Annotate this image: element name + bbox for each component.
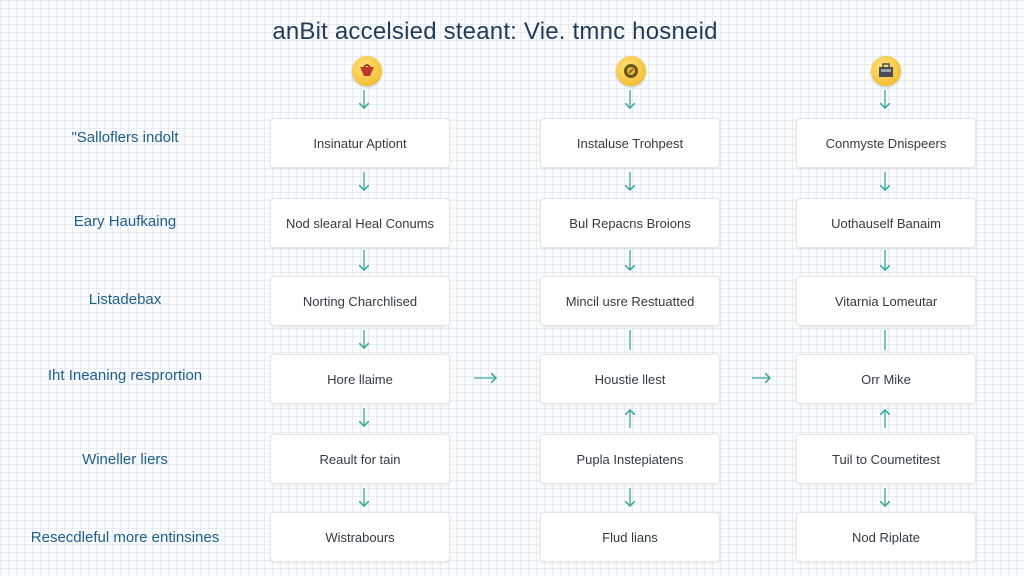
node-c1-r4: Hore llaime: [270, 354, 450, 404]
node-c2-r3: Mincil usre Restuatted: [540, 276, 720, 326]
row-label-6: Resecdleful more entinsines: [30, 529, 220, 546]
node-c1-r2: Nod slearal Heal Conums: [270, 198, 450, 248]
row-label-1: "Salloflers indolt: [71, 129, 179, 146]
row-label-4: Iht Ineaning resprortion: [47, 367, 203, 384]
coin-icon: [616, 56, 646, 86]
node-c3-r3: Vitarnia Lomeutar: [796, 276, 976, 326]
node-c3-r5: Tuil to Coumetitest: [796, 434, 976, 484]
node-c3-r6: Nod Riplate: [796, 512, 976, 562]
row-label-3: Listadebax: [88, 291, 162, 308]
node-c2-r1: Instaluse Trohpest: [540, 118, 720, 168]
node-c1-r5: Reault for tain: [270, 434, 450, 484]
row-label-5: Wineller liers: [82, 451, 168, 468]
row-label-2: Eary Haufkaing: [73, 213, 177, 230]
node-c2-r4: Houstie llest: [540, 354, 720, 404]
node-c3-r2: Uothauself Banaim: [796, 198, 976, 248]
node-c1-r1: Insinatur Aptiont: [270, 118, 450, 168]
node-c2-r5: Pupla Instepiatens: [540, 434, 720, 484]
node-c1-r6: Wistrabours: [270, 512, 450, 562]
node-c2-r6: Flud lians: [540, 512, 720, 562]
node-c1-r3: Norting Charchlised: [270, 276, 450, 326]
diagram-title: anBit accelsied steant: Vie. tmnc hosnei…: [272, 18, 718, 45]
shopping-bag-icon: [352, 56, 382, 86]
node-c3-r1: Conmyste Dnispeers: [796, 118, 976, 168]
node-c3-r4: Orr Mike: [796, 354, 976, 404]
briefcase-icon: [871, 56, 901, 86]
node-c2-r2: Bul Repacns Broions: [540, 198, 720, 248]
